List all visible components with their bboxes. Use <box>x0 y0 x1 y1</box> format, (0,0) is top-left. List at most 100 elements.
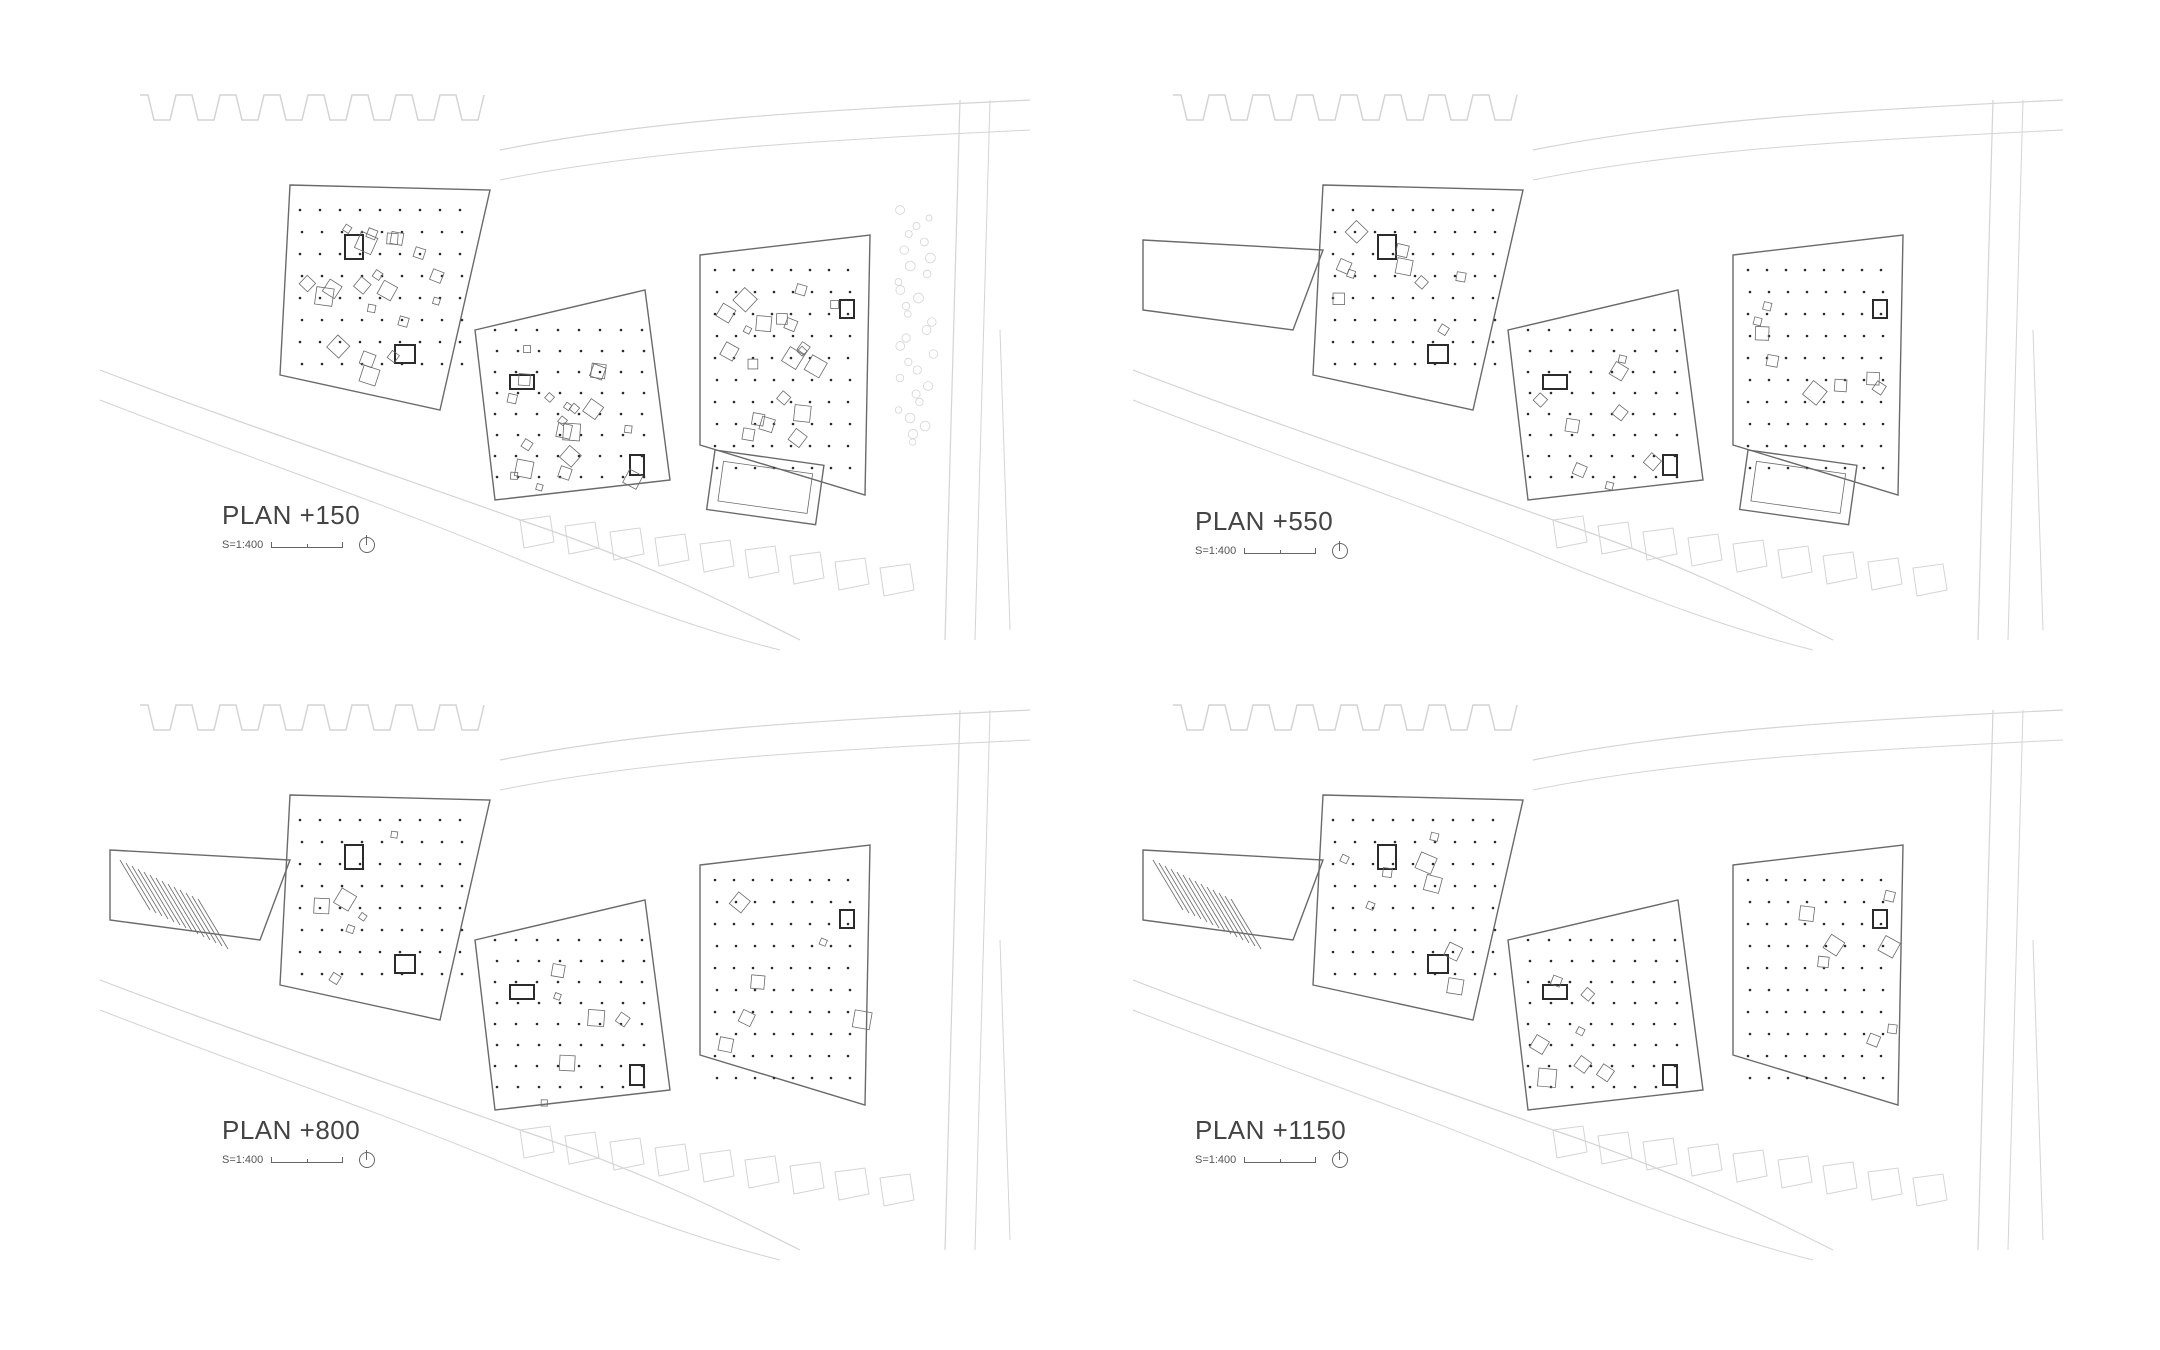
column-dot <box>1451 340 1455 344</box>
core-stair <box>629 454 645 476</box>
column-dot <box>848 1076 852 1080</box>
column-dot <box>829 378 833 382</box>
landscape-patch <box>1732 1149 1768 1183</box>
column-dot <box>1431 950 1435 954</box>
core-stair <box>394 954 416 974</box>
core-stair <box>344 844 364 870</box>
furniture-item <box>1798 905 1816 923</box>
column-dot <box>1526 1064 1530 1068</box>
building-block-west <box>279 794 491 1021</box>
furniture-item <box>1754 326 1770 341</box>
furniture-item <box>1762 301 1773 312</box>
landscape-patch <box>789 1161 825 1195</box>
column-dot <box>770 966 774 970</box>
furniture-item <box>1817 955 1830 969</box>
column-dot <box>378 862 382 866</box>
column-dot <box>1748 1032 1752 1036</box>
column-dot <box>1631 370 1635 374</box>
column-dot <box>1862 466 1866 470</box>
furniture-item <box>376 279 399 302</box>
plan-panel-plan-1150 <box>1132 704 2064 1261</box>
column-dot <box>751 922 755 926</box>
tree-icon <box>912 365 922 375</box>
column-dot <box>338 208 342 212</box>
road-line <box>499 739 1031 791</box>
ramp-hatch <box>1194 880 1226 932</box>
column-dot <box>732 444 736 448</box>
furniture-item <box>750 974 766 990</box>
landscape-patch <box>609 527 645 561</box>
column-dot <box>1786 900 1790 904</box>
column-dot <box>598 454 602 458</box>
furniture-item <box>520 438 534 452</box>
column-dot <box>1633 1043 1637 1047</box>
column-dot <box>1654 1043 1658 1047</box>
column-dot <box>1860 312 1864 316</box>
column-dot <box>1824 900 1828 904</box>
column-dot <box>516 349 520 353</box>
column-dot <box>420 840 424 844</box>
landscape-patch <box>699 539 735 573</box>
column-dot <box>1803 878 1807 882</box>
sawtooth-roof-line <box>1173 704 1518 731</box>
column-dot <box>400 884 404 888</box>
furniture-item <box>558 444 582 468</box>
furniture-item <box>365 227 379 241</box>
column-dot <box>1822 312 1826 316</box>
column-dot <box>1453 884 1457 888</box>
furniture-item <box>780 346 805 371</box>
column-dot <box>1765 400 1769 404</box>
sawtooth-roof-line <box>1173 94 1518 121</box>
column-dot <box>1784 356 1788 360</box>
column-dot <box>810 422 814 426</box>
ramp-hatch <box>1182 874 1214 926</box>
furniture-item <box>758 415 776 434</box>
column-dot <box>1431 296 1435 300</box>
column-dot <box>1491 950 1495 954</box>
column-dot <box>1748 422 1752 426</box>
column-dot <box>789 312 793 316</box>
ramp-hatch <box>185 892 217 944</box>
column-dot <box>751 312 755 316</box>
column-dot <box>791 466 795 470</box>
landscape-patch <box>564 1131 600 1165</box>
column-dot <box>734 334 738 338</box>
column-dot <box>440 884 444 888</box>
road-line <box>1532 739 2064 791</box>
column-dot <box>1675 1001 1679 1005</box>
column-dot <box>1411 906 1415 910</box>
core-stair <box>509 984 535 1000</box>
column-dot <box>829 1032 833 1036</box>
column-dot <box>772 1032 776 1036</box>
pool-inner <box>1750 460 1847 514</box>
column-dot <box>398 862 402 866</box>
column-dot <box>338 950 342 954</box>
column-dot <box>514 454 518 458</box>
column-dot <box>440 972 444 976</box>
column-dot <box>577 1022 581 1026</box>
landscape-patch <box>1777 1155 1813 1189</box>
column-dot <box>1748 988 1752 992</box>
furniture-item <box>742 325 753 335</box>
furniture-item <box>352 276 372 295</box>
column-dot <box>600 475 604 479</box>
furniture-item <box>1752 316 1763 327</box>
furniture-item <box>397 315 410 328</box>
column-dot <box>1333 274 1337 278</box>
furniture-item <box>818 937 828 947</box>
column-dot <box>514 370 518 374</box>
column-dot <box>772 988 776 992</box>
furniture-item <box>562 401 573 412</box>
column-dot <box>1391 208 1395 212</box>
column-dot <box>621 1085 625 1089</box>
column-dot <box>1673 980 1677 984</box>
column-dot <box>1862 988 1866 992</box>
furniture-item <box>750 412 766 427</box>
column-dot <box>1879 922 1883 926</box>
column-dot <box>753 900 757 904</box>
column-dot <box>1373 318 1377 322</box>
furniture-item <box>623 424 633 434</box>
landscape-patch <box>519 1125 555 1159</box>
column-dot <box>791 422 795 426</box>
furniture-item <box>793 404 812 423</box>
